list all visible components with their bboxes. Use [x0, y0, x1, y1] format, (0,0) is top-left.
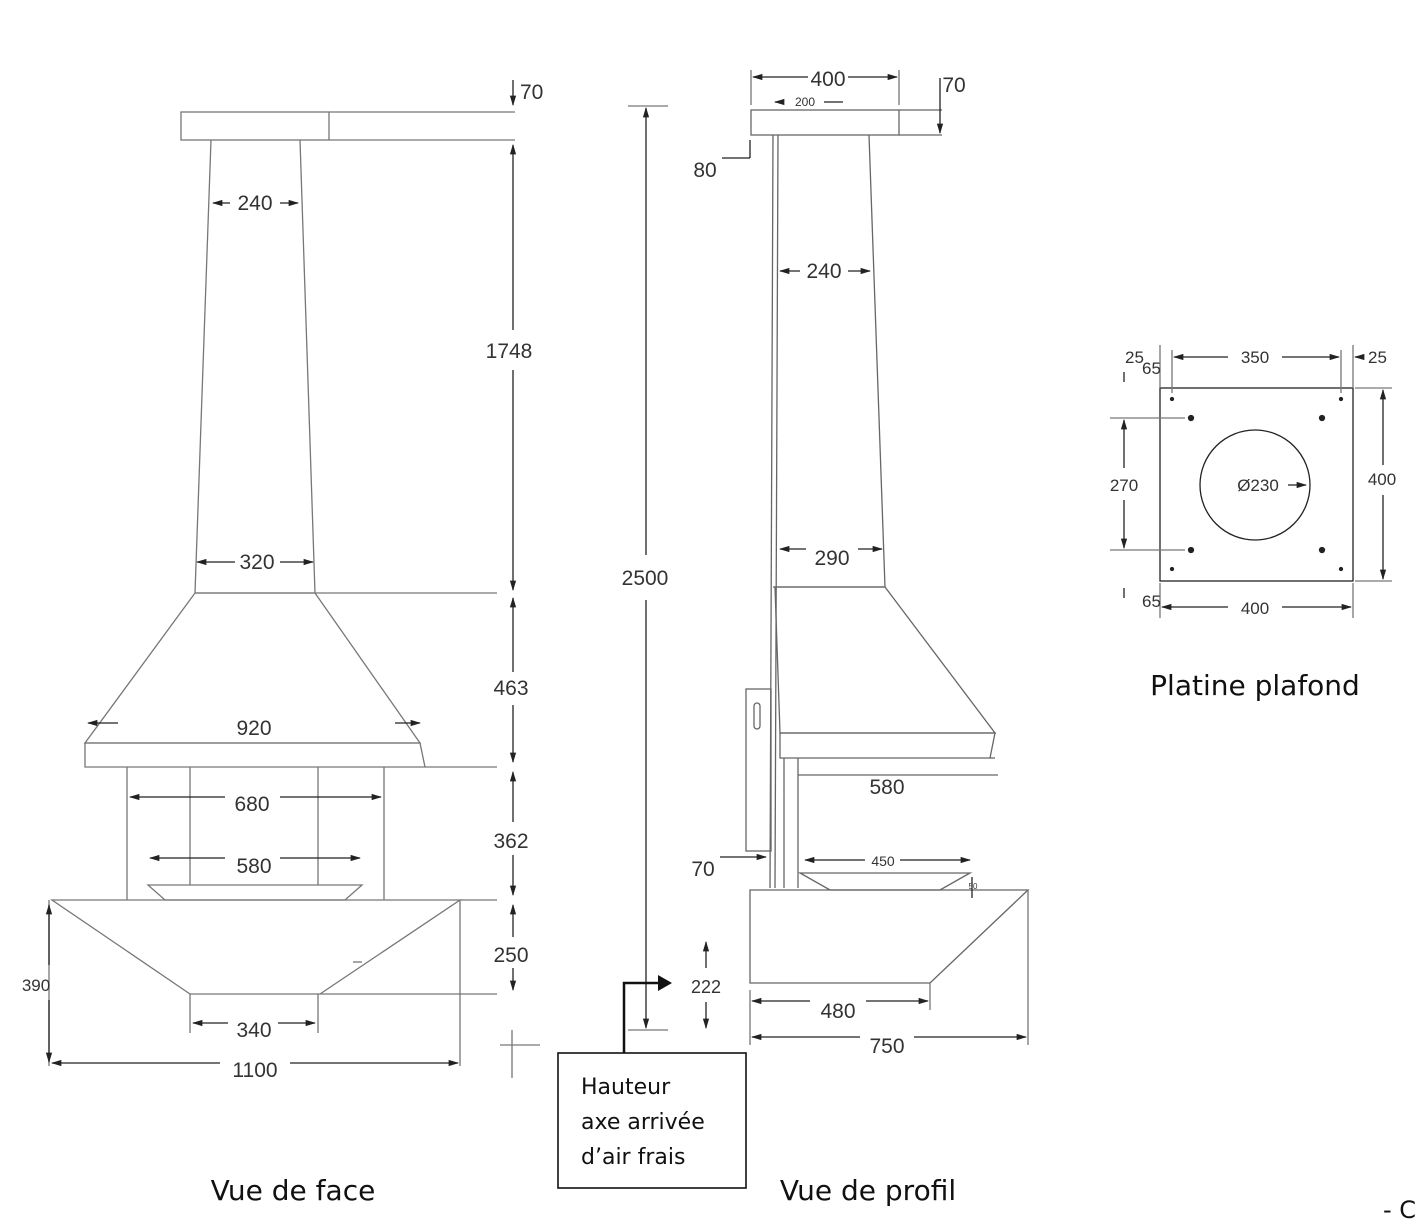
dim-profile-base-bottom-depth: 480: [820, 1000, 855, 1023]
dim-front-chimney-top-width: 240: [237, 192, 272, 215]
dim-air-inlet-height: 222: [691, 977, 721, 997]
caption-ceiling-plate: Platine plafond: [1150, 669, 1360, 702]
front-chimney-right: [299, 139, 316, 594]
dim-front-grate-width: 580: [236, 855, 271, 878]
dim-profile-chimney-bottom-depth: 290: [814, 547, 849, 570]
dim-profile-grate-depth: 450: [871, 853, 895, 869]
dim-plate-hole-inset-top: 65: [1142, 359, 1161, 378]
ceiling-plate: [1110, 345, 1392, 618]
dim-front-base-height: 250: [493, 944, 528, 967]
dim-plate-height: 400: [1368, 470, 1396, 489]
dim-front-chimney-height: 1748: [486, 340, 533, 363]
front-base: [49, 899, 463, 995]
dim-plate-inner-width: 350: [1241, 348, 1269, 367]
front-ceiling-plate: [180, 111, 330, 141]
dim-front-plate-height: 70: [520, 81, 543, 104]
profile-base: [749, 889, 1030, 984]
dim-plate-flue-diameter: Ø230: [1237, 476, 1279, 495]
dim-front-base-bottom-width: 340: [236, 1019, 271, 1042]
dim-total-height: 2500: [622, 567, 669, 590]
dim-profile-back-offset: 80: [693, 159, 716, 182]
front-grate: [146, 884, 364, 901]
front-chimney-left: [194, 139, 212, 594]
profile-hood-skirt: [779, 732, 996, 759]
ceiling-plate-flue-hole: [1199, 429, 1311, 541]
dim-profile-plate-height: 70: [942, 74, 965, 97]
profile-hood: [774, 586, 997, 734]
dim-profile-back-gap: 70: [691, 858, 714, 881]
dim-front-glass-width: 680: [234, 793, 269, 816]
profile-view: [745, 109, 1030, 984]
air-note-line-3: d’air frais: [581, 1145, 685, 1170]
dim-plate-margin-left: 25: [1125, 348, 1144, 367]
caption-front-view: Vue de face: [211, 1174, 376, 1207]
air-note-line-1: Hauteur: [581, 1075, 671, 1100]
dim-front-total-base-height: 390: [22, 976, 50, 995]
dim-profile-grate-height: 50: [969, 882, 978, 891]
profile-grate: [797, 872, 973, 891]
front-view: [48, 111, 540, 1078]
dim-profile-hood-depth: 580: [869, 776, 904, 799]
dim-plate-hole-spacing: 270: [1110, 476, 1138, 495]
front-hood-skirt: [84, 742, 426, 768]
dim-profile-plate-width: 400: [810, 68, 845, 91]
caption-profile-view: Vue de profil: [780, 1174, 956, 1207]
air-note-callout: Hauteur axe arrivée d’air frais: [557, 975, 747, 1189]
dim-front-hood-height: 463: [493, 677, 528, 700]
dim-plate-margin-right: 25: [1368, 348, 1387, 367]
profile-ceiling-plate: [750, 109, 900, 136]
dim-front-chimney-bottom-width: 320: [239, 551, 274, 574]
dim-front-hood-width: 920: [236, 717, 271, 740]
dim-front-base-top-width: 1100: [232, 1059, 277, 1082]
dim-front-firebox-height: 362: [493, 830, 528, 853]
page-corner-text: - C: [1383, 1196, 1416, 1224]
air-note-line-2: axe arrivée: [581, 1110, 705, 1135]
air-note-box: [557, 1052, 747, 1189]
ceiling-plate-outline: [1159, 387, 1354, 582]
profile-chimney-front: [868, 134, 886, 588]
dim-plate-hole-inset-bottom: 65: [1142, 592, 1161, 611]
dim-plate-width: 400: [1241, 599, 1269, 618]
profile-air-duct: [745, 688, 772, 852]
dim-profile-base-top-depth: 750: [869, 1035, 904, 1058]
dim-profile-chimney-top-depth: 240: [806, 260, 841, 283]
dim-profile-collar-width: 200: [795, 95, 815, 109]
